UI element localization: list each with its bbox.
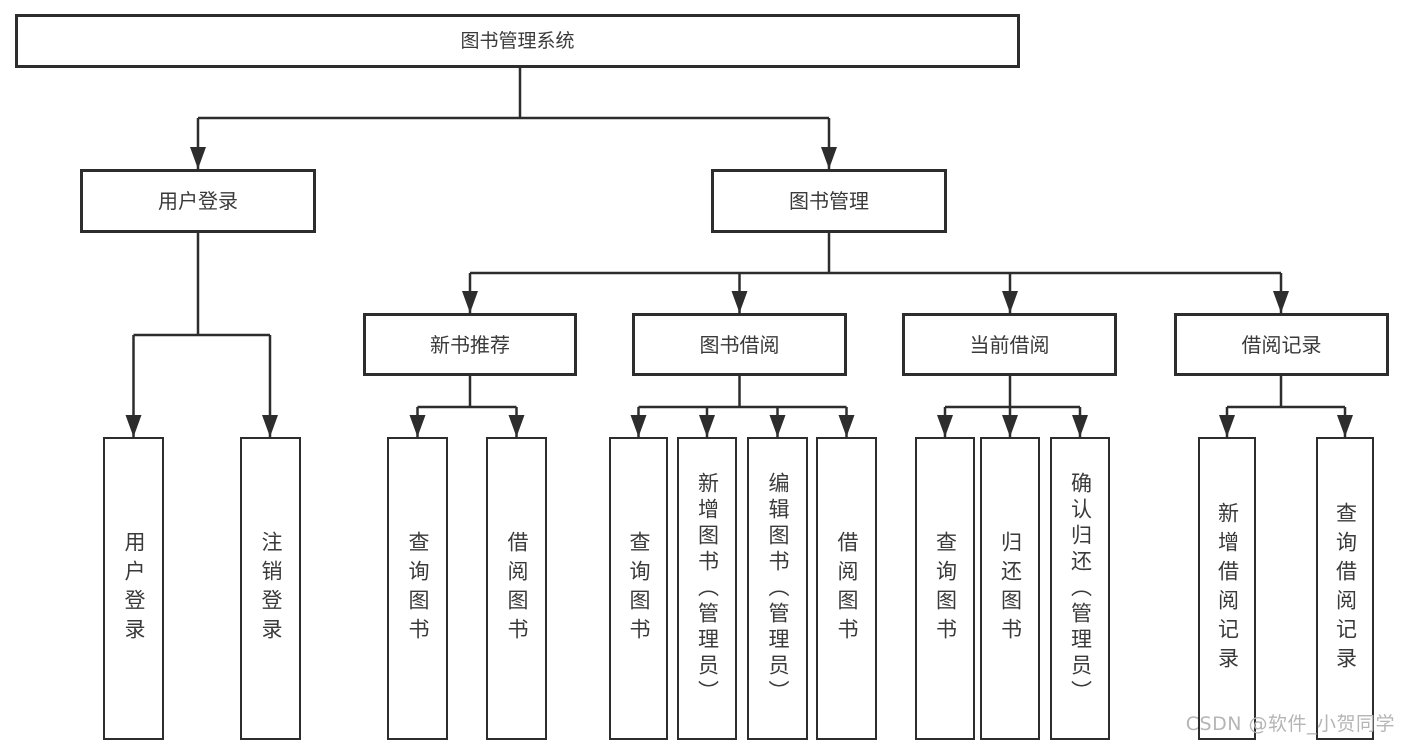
- leaf-label: 新增借阅记录: [1215, 501, 1240, 676]
- node-label: 图书管理: [789, 189, 869, 213]
- node-label: 新书推荐: [430, 332, 510, 357]
- leaf-query-books-3: 查询图书: [915, 437, 975, 740]
- node-borrow-records: 借阅记录: [1174, 313, 1389, 376]
- leaf-user-login: 用户登录: [103, 437, 164, 740]
- leaf-query-books-2: 查询图书: [609, 437, 668, 740]
- node-book-management: 图书管理: [711, 169, 947, 233]
- leaf-confirm-return-admin: 确认归还（管理员）: [1050, 437, 1110, 740]
- leaf-label: 借阅图书: [505, 530, 529, 647]
- leaf-borrow-books-2: 借阅图书: [816, 437, 877, 740]
- node-new-book-recommend: 新书推荐: [363, 313, 577, 376]
- leaf-label: 查询图书: [627, 530, 651, 647]
- node-user-login: 用户登录: [80, 169, 316, 233]
- node-label: 用户登录: [158, 189, 238, 213]
- leaf-borrow-books-1: 借阅图书: [486, 437, 547, 740]
- leaf-label: 确认归还（管理员）: [1068, 471, 1093, 706]
- leaf-logout: 注销登录: [240, 437, 301, 740]
- leaf-label: 查询图书: [933, 530, 958, 647]
- leaf-add-books-admin: 新增图书（管理员）: [677, 437, 737, 740]
- leaf-label: 用户登录: [122, 530, 146, 647]
- node-label: 图书借阅: [699, 332, 780, 357]
- leaf-label: 注销登录: [259, 530, 283, 647]
- leaf-label: 借阅图书: [835, 530, 859, 647]
- leaf-label: 查询图书: [406, 530, 430, 647]
- node-label: 图书管理系统: [460, 29, 575, 52]
- leaf-return-books: 归还图书: [980, 437, 1040, 740]
- leaf-query-borrow-record: 查询借阅记录: [1316, 437, 1374, 740]
- node-book-borrowing: 图书借阅: [632, 313, 847, 376]
- node-label: 当前借阅: [969, 332, 1050, 357]
- node-label: 借阅记录: [1241, 332, 1322, 357]
- node-current-borrowing: 当前借阅: [902, 313, 1117, 376]
- leaf-label: 归还图书: [998, 530, 1023, 647]
- leaf-query-books-1: 查询图书: [387, 437, 448, 740]
- node-library-system: 图书管理系统: [15, 14, 1020, 68]
- leaf-edit-books-admin: 编辑图书（管理员）: [747, 437, 808, 740]
- leaf-add-borrow-record: 新增借阅记录: [1198, 437, 1256, 740]
- csdn-watermark: CSDN @软件_小贺同学: [1185, 713, 1395, 735]
- leaf-label: 新增图书（管理员）: [695, 471, 720, 706]
- leaf-label: 编辑图书（管理员）: [766, 471, 790, 706]
- leaf-label: 查询借阅记录: [1333, 501, 1358, 676]
